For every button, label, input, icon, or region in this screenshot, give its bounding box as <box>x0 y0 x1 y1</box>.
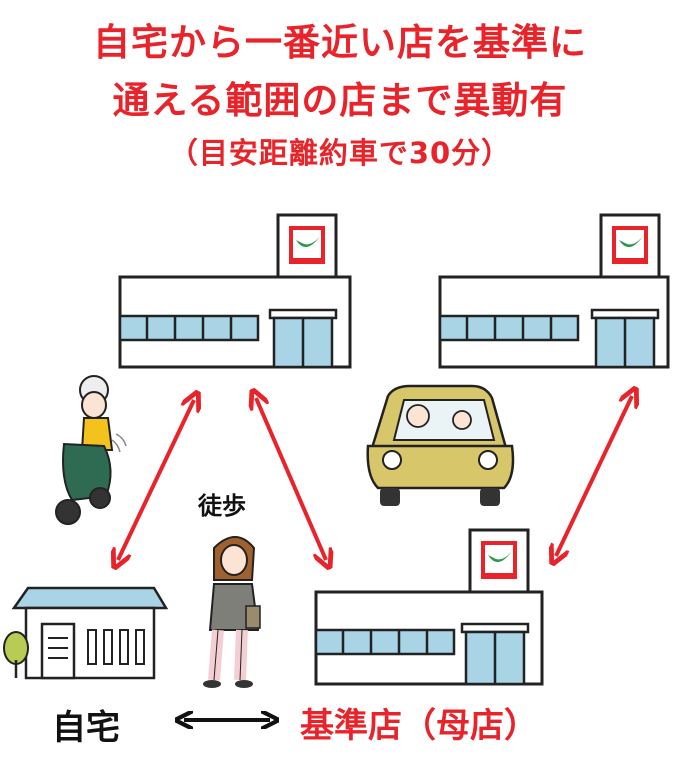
heading-line-3: （目安距離約車で30分） <box>168 136 512 170</box>
arrow-store-left-to-base <box>256 398 326 560</box>
tree-icon <box>3 631 29 678</box>
heading-line-2: 通える範囲の店まで異動有 <box>112 79 568 122</box>
car-driver-icon <box>366 384 515 506</box>
arrow-home-to-store-left <box>118 400 194 560</box>
store-base <box>314 528 544 686</box>
home-label: 自宅 <box>52 708 120 748</box>
store-logo-icon <box>612 226 648 264</box>
scooter-rider-icon <box>55 375 127 525</box>
heading-line-1: 自宅から一番近い店を基準に <box>93 21 587 64</box>
house-icon <box>11 586 169 680</box>
store-top-left <box>118 213 352 369</box>
store-top-right <box>438 213 670 369</box>
store-logo-icon <box>481 541 517 579</box>
walk-label: 徒歩 <box>198 492 246 520</box>
store-logo-icon <box>289 226 325 264</box>
arrow-base-to-store-right <box>556 396 632 556</box>
walking-woman-icon <box>203 536 261 688</box>
base-store-label: 基準店（母店） <box>300 706 538 746</box>
